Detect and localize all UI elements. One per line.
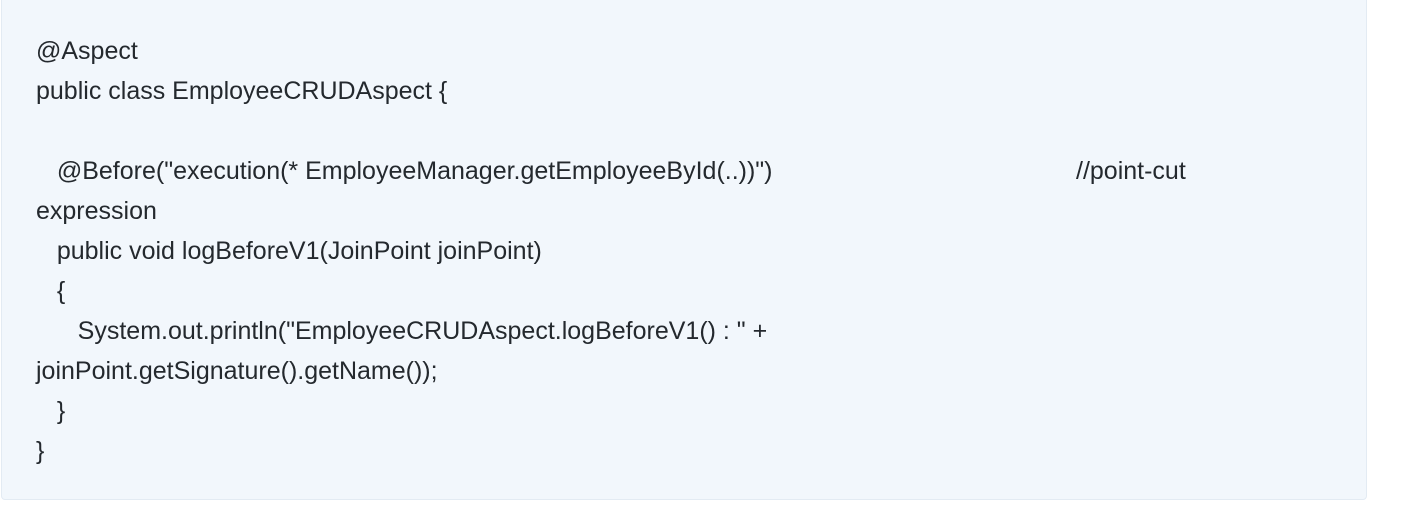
code-block: @Aspect public class EmployeeCRUDAspect … bbox=[1, 0, 1367, 500]
code-line-7: { bbox=[36, 277, 66, 305]
code-line-2: public class EmployeeCRUDAspect { bbox=[36, 77, 448, 105]
code-comment: //point-cut bbox=[1076, 157, 1186, 185]
code-line-9: joinPoint.getSignature().getName()); bbox=[36, 357, 438, 385]
code-line-8: System.out.println("EmployeeCRUDAspect.l… bbox=[36, 317, 768, 345]
code-line-5: expression bbox=[36, 197, 157, 225]
code-line-6: public void logBeforeV1(JoinPoint joinPo… bbox=[36, 237, 542, 265]
code-line-4: @Before("execution(* EmployeeManager.get… bbox=[36, 157, 773, 185]
code-line-10: } bbox=[36, 397, 66, 425]
code-line-1: @Aspect bbox=[36, 37, 138, 65]
code-line-11: } bbox=[36, 437, 45, 465]
